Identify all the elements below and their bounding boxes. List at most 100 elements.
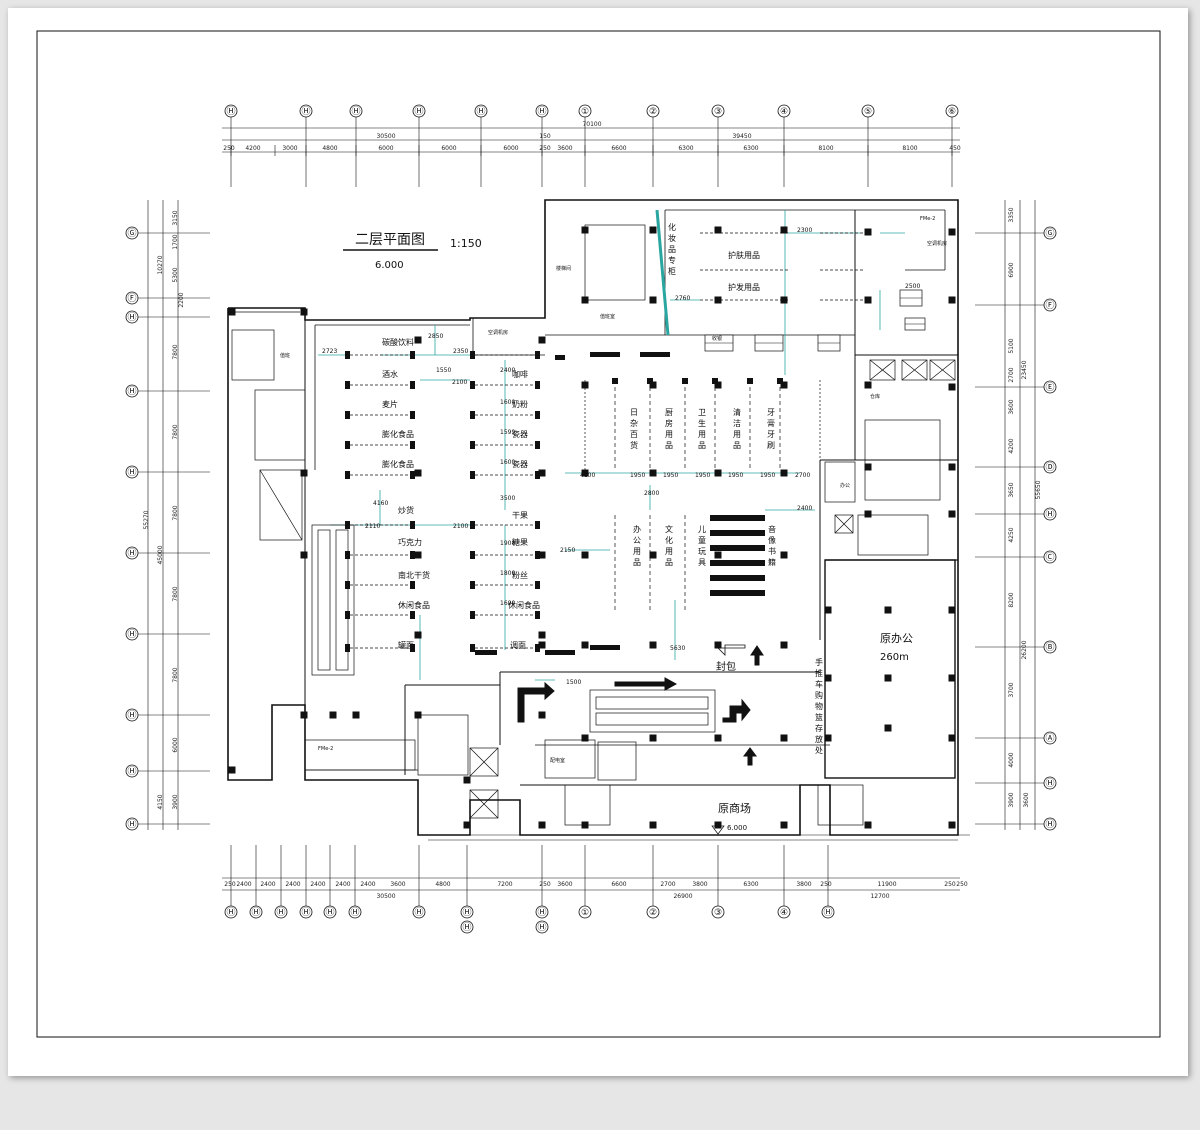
- svg-text:手: 手: [815, 657, 823, 667]
- right-span-dim: 4250: [1008, 527, 1015, 542]
- arrow-escalator-icon: [614, 677, 678, 691]
- svg-text:音: 音: [768, 524, 776, 534]
- column: [538, 821, 546, 829]
- svg-text:②: ②: [649, 107, 657, 117]
- top-axis-bubble-4: Ⓗ: [474, 104, 488, 118]
- left-axis-group: ⒼⒻⒽⒽⒽⒽⒽⒽⒽⒽ552701027045000315017005300220…: [125, 200, 210, 831]
- column: [780, 551, 788, 559]
- column: [414, 631, 422, 639]
- zone-food2-label: 调面: [510, 641, 526, 650]
- column: [780, 734, 788, 742]
- svg-text:刷: 刷: [767, 441, 775, 450]
- top-span-dim: 6000: [503, 145, 518, 152]
- column: [948, 463, 956, 471]
- drawing-level: 6.000: [375, 260, 404, 271]
- shelf-end: [345, 351, 350, 359]
- bottom-axis-bubble-9: ①: [578, 905, 592, 919]
- internal-dim: 2100: [453, 523, 468, 530]
- svg-text:Ⓕ: Ⓕ: [1045, 300, 1054, 311]
- bottom-axis-bubble-8: Ⓗ: [535, 905, 549, 919]
- svg-text:清: 清: [733, 407, 741, 417]
- svg-text:牙: 牙: [767, 430, 775, 439]
- top-axis-bubble-6: ①: [578, 104, 592, 118]
- svg-text:厨: 厨: [665, 408, 673, 417]
- room-label: 值班: [280, 352, 290, 359]
- svg-text:Ⓖ: Ⓖ: [127, 228, 136, 239]
- shelf-end: [345, 611, 350, 619]
- zone-labels: 碳酸饮料酒水麦片膨化食品膨化食品炒货巧克力南北干货休闲食品罐面咖啡奶粉瓷器瓷器干…: [382, 222, 823, 755]
- elevator-5: [929, 359, 956, 381]
- column: [948, 296, 956, 304]
- room-label: 收银: [712, 335, 722, 342]
- room-label: 值班室: [600, 313, 615, 320]
- bottom-axis-sub-bubble-1: Ⓗ: [535, 920, 549, 934]
- internal-dim: 2850: [428, 333, 443, 340]
- right-span-dim: 3600: [1023, 792, 1030, 807]
- shelf-end: [470, 441, 475, 449]
- svg-text:Ⓗ: Ⓗ: [462, 922, 471, 933]
- column: [714, 381, 722, 389]
- column: [884, 606, 892, 614]
- svg-text:Ⓗ: Ⓗ: [1045, 819, 1054, 830]
- top-span-dim: 3600: [557, 145, 572, 152]
- svg-text:书: 书: [768, 546, 776, 556]
- internal-dim: 1950: [760, 472, 775, 479]
- stair-bottom-mid: [564, 784, 611, 826]
- shelf-end: [410, 351, 415, 359]
- column: [300, 711, 308, 719]
- column: [780, 381, 788, 389]
- right-axis-bubble-6: Ⓑ: [1043, 640, 1057, 654]
- svg-text:柜: 柜: [668, 266, 676, 276]
- svg-text:Ⓗ: Ⓗ: [127, 467, 136, 478]
- internal-dim: 2350: [453, 348, 468, 355]
- internal-dim: 2110: [365, 523, 380, 530]
- escalator-left: [311, 524, 355, 676]
- column: [228, 308, 236, 316]
- room-label: FMe-2: [318, 746, 333, 752]
- shelf-end: [410, 644, 415, 652]
- top-overall-dim: 70100: [582, 121, 601, 128]
- svg-text:①: ①: [581, 107, 589, 117]
- svg-text:玩: 玩: [698, 547, 706, 556]
- zone-food2-label: 咖啡: [512, 369, 528, 379]
- bottom-span-dim: 2700: [660, 881, 675, 888]
- escalator-center: [589, 689, 716, 733]
- svg-text:Ⓗ: Ⓗ: [351, 106, 360, 117]
- column: [714, 821, 722, 829]
- bottom-span-dim: 2400: [236, 881, 251, 888]
- column: [824, 674, 832, 682]
- zone-haircare-label: 护发用品: [728, 282, 760, 292]
- shelf-end: [470, 411, 475, 419]
- column: [581, 641, 589, 649]
- bottom-span-dim: 2400: [310, 881, 325, 888]
- drawing-sheet: [8, 8, 1188, 1076]
- bottom-span-dim: 2400: [360, 881, 375, 888]
- svg-text:Ⓔ: Ⓔ: [1045, 382, 1054, 393]
- svg-text:Ⓗ: Ⓗ: [1045, 778, 1054, 789]
- internal-dim: 2150: [560, 547, 575, 554]
- svg-text:Ⓗ: Ⓗ: [325, 907, 334, 918]
- column: [864, 510, 872, 518]
- arrow-entry-icon: [517, 681, 555, 723]
- svg-text:Ⓒ: Ⓒ: [1045, 552, 1054, 563]
- zone-food2-label: 瓷器: [512, 459, 528, 469]
- column: [714, 551, 722, 559]
- right-span-dim: 3600: [1008, 399, 1015, 414]
- left-axis-bubble-9: Ⓗ: [125, 817, 139, 831]
- shelf-end: [470, 644, 475, 652]
- top-span-dim: 450: [949, 145, 961, 152]
- column: [581, 734, 589, 742]
- svg-text:办: 办: [633, 524, 641, 534]
- column: [714, 734, 722, 742]
- zone-food2-label: 粉丝: [512, 570, 528, 580]
- top-span-dim: 6300: [743, 145, 758, 152]
- column: [780, 821, 788, 829]
- svg-text:品: 品: [668, 245, 676, 254]
- display-rack: [555, 355, 565, 360]
- internal-dim: 1800: [500, 570, 515, 577]
- elevator-4: [901, 359, 928, 381]
